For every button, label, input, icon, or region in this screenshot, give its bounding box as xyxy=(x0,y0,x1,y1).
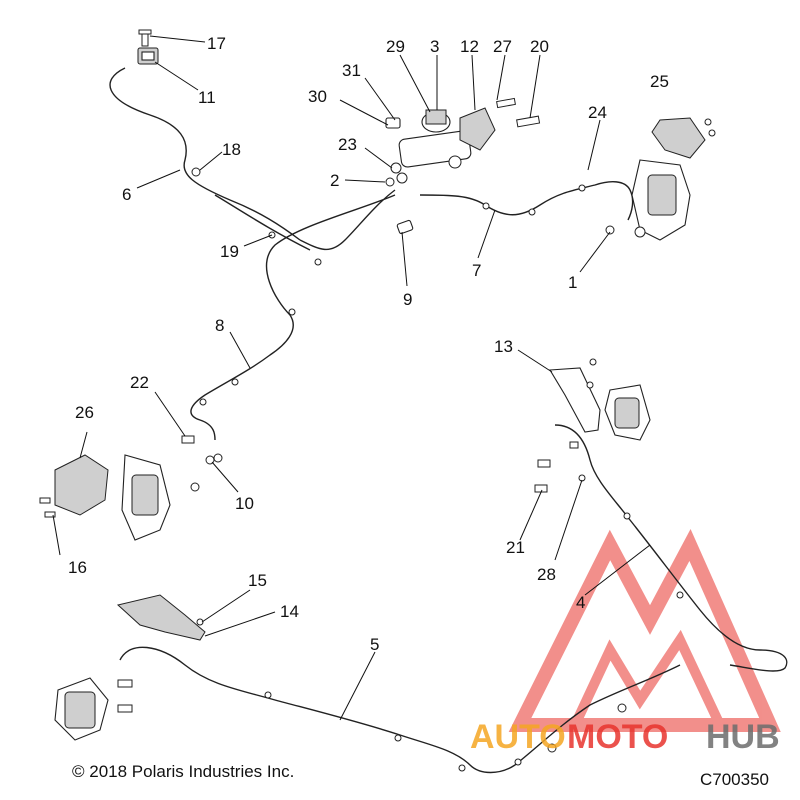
callout-19: 19 xyxy=(220,242,239,261)
callout-17: 17 xyxy=(207,34,226,53)
callout-20: 20 xyxy=(530,37,549,56)
callout-15: 15 xyxy=(248,571,267,590)
watermark-triangle-outer xyxy=(508,529,781,732)
callout-14: 14 xyxy=(280,602,299,621)
callout-18: 18 xyxy=(222,140,241,159)
line-7 xyxy=(419,181,634,221)
line-8 xyxy=(190,194,396,441)
bolt-1 xyxy=(605,225,646,238)
callout-25: 25 xyxy=(650,72,669,91)
callout-13: 13 xyxy=(494,337,513,356)
screw-17 xyxy=(138,29,152,47)
callout-4: 4 xyxy=(576,593,585,612)
caliper-right-front xyxy=(631,159,691,241)
bracket-14 xyxy=(116,594,206,641)
callout-9: 9 xyxy=(403,290,412,309)
callout-5: 5 xyxy=(370,635,379,654)
callout-7: 7 xyxy=(472,261,481,280)
callout-11: 11 xyxy=(198,88,216,107)
bolt-22 xyxy=(181,435,195,444)
wordmark-hub: HUB xyxy=(706,718,780,756)
callout-28: 28 xyxy=(537,565,556,584)
callout-12: 12 xyxy=(460,37,479,56)
callout-22: 22 xyxy=(130,373,149,392)
callout-numbers: 17 11 29 3 12 27 20 31 30 25 24 23 18 2 … xyxy=(68,34,669,654)
bolts-21 xyxy=(534,441,579,493)
callout-27: 27 xyxy=(493,37,512,56)
caliper-guard-26 xyxy=(54,454,109,516)
callout-6: 6 xyxy=(122,185,131,204)
callout-21: 21 xyxy=(506,538,525,557)
automotohub-wordmark: AUTO MOTO HUB xyxy=(470,718,780,756)
copyright-text: © 2018 Polaris Industries Inc. xyxy=(72,762,294,781)
callout-23: 23 xyxy=(338,135,357,154)
adapter-9 xyxy=(396,219,414,235)
screw-15 xyxy=(196,618,204,626)
bolt-20 xyxy=(516,115,541,128)
caliper-guard-25 xyxy=(651,117,716,159)
line-19 xyxy=(299,189,396,251)
line-5 xyxy=(119,646,681,774)
callout-26: 26 xyxy=(75,403,94,422)
callout-10: 10 xyxy=(235,494,254,513)
callout-8: 8 xyxy=(215,316,224,335)
bracket-12 xyxy=(459,107,496,151)
callout-30: 30 xyxy=(308,87,327,106)
callout-29: 29 xyxy=(386,37,405,56)
callout-16: 16 xyxy=(68,558,87,577)
clip-block-11 xyxy=(137,47,159,65)
bolt-27 xyxy=(496,97,516,109)
line-4 xyxy=(554,424,788,672)
clip-18 xyxy=(191,167,201,177)
caliper-left-front xyxy=(121,454,171,541)
callout-31: 31 xyxy=(342,61,361,80)
callout-2: 2 xyxy=(330,171,339,190)
bolt-16 xyxy=(39,497,56,518)
line-19b xyxy=(214,194,311,251)
brake-hoses xyxy=(109,67,788,774)
caliper-rear-right xyxy=(604,384,651,441)
line-clips xyxy=(199,184,684,772)
watermark-triangle-inner xyxy=(570,629,725,728)
bolt-2 xyxy=(385,177,395,187)
callout-3: 3 xyxy=(430,37,439,56)
drawing-number: C700350 xyxy=(700,770,769,789)
leader-lines xyxy=(52,35,651,721)
bolt-23 xyxy=(390,162,402,174)
callout-1: 1 xyxy=(568,273,577,292)
wordmark-moto: MOTO xyxy=(567,718,668,756)
wordmark-auto: AUTO xyxy=(470,718,566,756)
hose-6 xyxy=(109,67,301,241)
master-cylinder-3 xyxy=(396,109,472,184)
bracket-13 xyxy=(549,358,601,433)
caliper-rear-left xyxy=(54,677,133,741)
callout-24: 24 xyxy=(588,103,607,122)
switch-30 xyxy=(385,117,401,129)
automotohub-watermark xyxy=(508,529,781,732)
washers-10 xyxy=(190,453,223,492)
